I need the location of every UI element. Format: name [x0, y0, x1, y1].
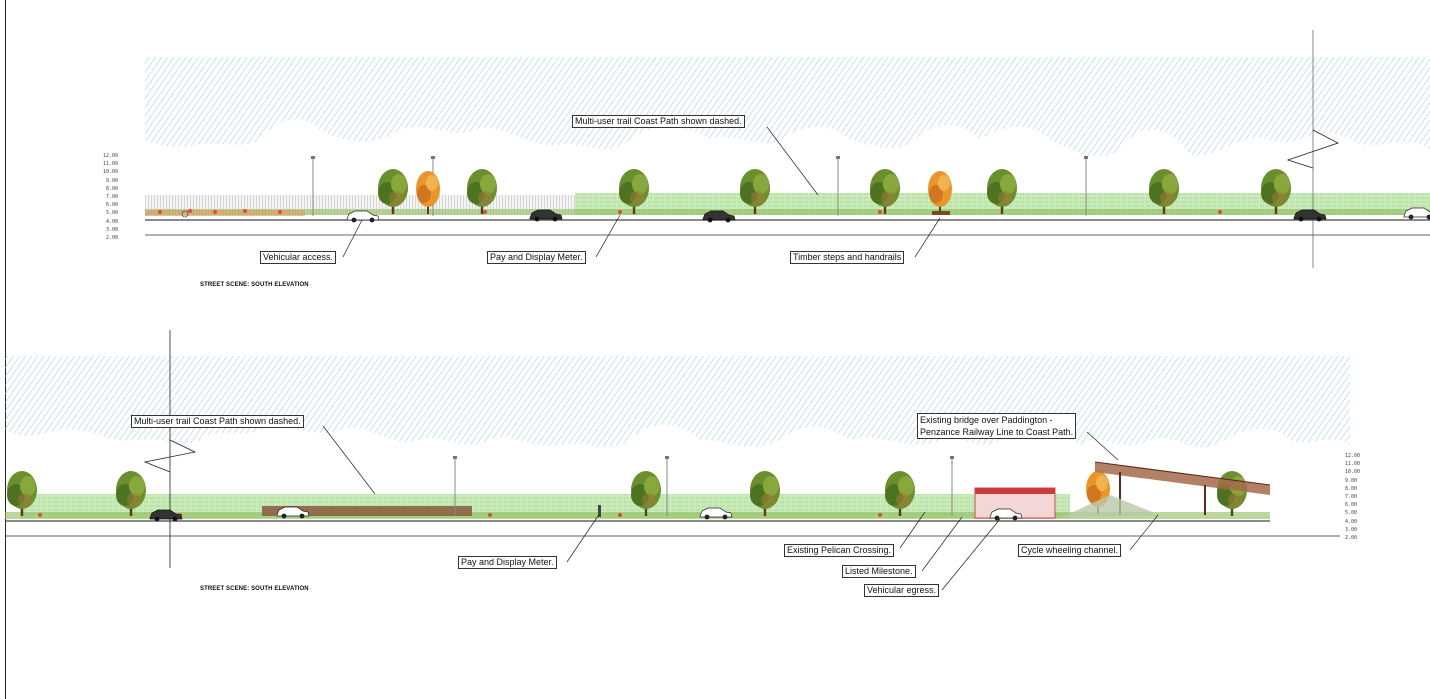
timber-fence — [262, 506, 472, 516]
annotation-cycle-channel: Cycle wheeling channel. — [1018, 544, 1122, 557]
scale-label: 2.00 — [1345, 534, 1358, 541]
annotation-timber-steps: Timber steps and handrails — [790, 251, 905, 264]
scale-label: 8.00 — [1345, 485, 1358, 492]
annotation-coast-path-2: Multi-user trail Coast Path shown dashed… — [131, 415, 304, 428]
annotation-coast-path-1: Multi-user trail Coast Path shown dashed… — [572, 115, 745, 128]
scale-label: 6.00 — [105, 202, 118, 209]
annotation-vehicular-access: Vehicular access. — [260, 251, 337, 264]
scale-label: 9.00 — [1345, 477, 1358, 484]
annotation-pay-display-1: Pay and Display Meter. — [487, 251, 586, 264]
scale-label: 11.00 — [102, 161, 118, 168]
scale-label: 9.00 — [105, 177, 118, 184]
sky-hatch-1 — [145, 57, 1430, 157]
scale-label: 4.00 — [105, 218, 118, 225]
scale-label: 3.00 — [1345, 526, 1358, 533]
annotation-pay-display-2: Pay and Display Meter. — [458, 556, 557, 569]
height-scale-2: 12.00 11.00 10.00 9.00 8.00 7.00 6.00 5.… — [1345, 452, 1369, 542]
annotation-pelican-crossing: Existing Pelican Crossing. — [784, 544, 895, 557]
elevation-2-graphics — [5, 330, 1350, 591]
scale-label: 4.00 — [1345, 518, 1358, 525]
elevation-2-title: STREET SCENE: SOUTH ELEVATION — [200, 586, 309, 592]
sheet-border — [5, 0, 6, 699]
footbridge — [1060, 461, 1271, 518]
scale-label: 5.00 — [1345, 510, 1358, 517]
scale-label: 5.00 — [105, 210, 118, 217]
scale-label: 11.00 — [1345, 461, 1361, 468]
scale-label: 12.00 — [1345, 453, 1361, 459]
scale-label: 2.00 — [105, 234, 118, 241]
scale-label: 12.00 — [102, 153, 118, 159]
annotation-listed-milestone: Listed Milestone. — [842, 565, 916, 578]
annotation-bridge-line2: Penzance Railway Line to Coast Path. — [920, 427, 1074, 437]
annotation-vehicular-egress: Vehicular egress. — [864, 584, 940, 597]
scale-label: 7.00 — [105, 193, 118, 200]
scale-label: 3.00 — [105, 226, 118, 233]
scale-label: 10.00 — [102, 169, 118, 176]
annotation-bridge: Existing bridge over Paddington - Penzan… — [917, 413, 1077, 439]
scale-label: 6.00 — [1345, 502, 1358, 509]
annotation-bridge-line1: Existing bridge over Paddington - — [920, 415, 1053, 425]
scale-label: 8.00 — [105, 185, 118, 192]
sky-hatch-2 — [5, 356, 1350, 448]
elevation-1-title: STREET SCENE: SOUTH ELEVATION — [200, 282, 309, 288]
scale-label: 7.00 — [1345, 493, 1358, 500]
elevation-1-graphics — [145, 30, 1430, 268]
height-scale-1: 12.00 11.00 10.00 9.00 8.00 7.00 6.00 5.… — [100, 152, 118, 242]
scale-label: 10.00 — [1345, 469, 1361, 476]
